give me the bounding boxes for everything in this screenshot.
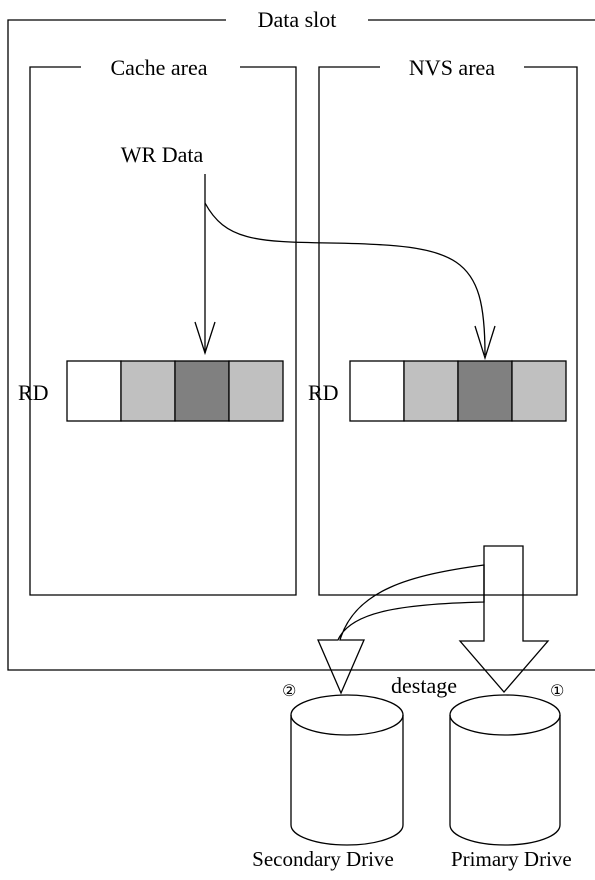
data-segment	[403, 360, 459, 422]
write-arrow-nvs	[204, 202, 496, 361]
data-slot-frame	[7, 19, 595, 671]
data-segment	[457, 360, 513, 422]
secondary-destage-arrow	[317, 564, 485, 695]
primary-drive-label: Primary Drive	[451, 847, 572, 871]
cache-area-label: Cache area	[110, 55, 207, 80]
data-segment	[349, 360, 405, 422]
data-segment	[120, 360, 176, 422]
write-arrow-cache	[194, 174, 216, 356]
nvs-area-box	[318, 66, 578, 596]
data-segment	[66, 360, 122, 422]
primary-destage-arrow	[458, 545, 550, 693]
destage-label: destage	[391, 673, 457, 698]
data-segment	[228, 360, 284, 422]
nvs-area-label: NVS area	[409, 55, 495, 80]
primary-drive-marker: ①	[550, 681, 564, 700]
data-slot-label: Data slot	[258, 7, 337, 32]
data-segment	[511, 360, 567, 422]
nvs-rd-label: RD	[308, 380, 339, 405]
data-segment	[174, 360, 230, 422]
secondary-drive-marker: ②	[282, 681, 296, 700]
cache-rd-label: RD	[18, 380, 49, 405]
nvs-data-block	[349, 360, 567, 422]
secondary-drive-icon	[290, 694, 404, 846]
cache-data-block	[66, 360, 284, 422]
primary-drive-icon	[449, 694, 561, 846]
secondary-drive-label: Secondary Drive	[252, 847, 394, 871]
wr-data-label: WR Data	[121, 142, 204, 167]
cache-area-box	[29, 66, 297, 596]
